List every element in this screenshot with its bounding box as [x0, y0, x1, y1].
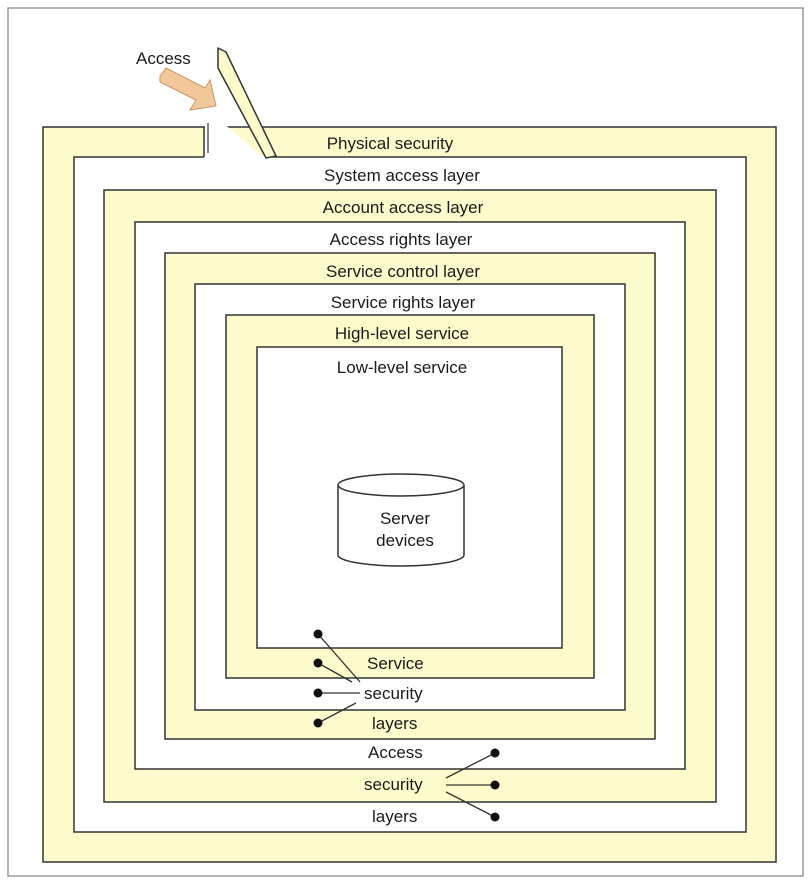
access-arrow — [159, 67, 217, 111]
service-group-line2: security — [364, 684, 423, 703]
layer-label-account-access: Account access layer — [323, 198, 484, 217]
access-entry-gap — [204, 115, 274, 160]
service-group-line1: Service — [367, 654, 424, 673]
access-group-line3: layers — [372, 807, 417, 826]
server-devices-label-line2: devices — [376, 531, 434, 550]
callout-dot — [313, 629, 323, 639]
service-group-line3: layers — [372, 714, 417, 733]
callout-dot — [313, 688, 323, 698]
access-security-dots — [490, 748, 500, 822]
callout-line — [445, 752, 496, 779]
service-security-callout — [317, 633, 361, 724]
callout-line — [317, 633, 361, 683]
cylinder-body — [337, 485, 465, 567]
callout-dot — [313, 658, 323, 668]
callout-dot — [490, 812, 500, 822]
service-security-dots — [313, 629, 323, 728]
layer-label-system-access: System access layer — [324, 166, 480, 185]
access-security-callout — [445, 752, 496, 818]
callout-dot — [313, 718, 323, 728]
access-group-line1: Access — [368, 743, 423, 762]
callout-line — [445, 791, 496, 818]
server-devices-cylinder — [337, 473, 465, 567]
layer-label-physical-security: Physical security — [327, 134, 454, 153]
callout-dot — [490, 780, 500, 790]
callout-dot — [490, 748, 500, 758]
server-devices-label-line1: Server — [380, 509, 430, 528]
access-door-flap — [217, 47, 277, 159]
layer-label-access-rights: Access rights layer — [330, 230, 473, 249]
layer-label-service-rights: Service rights layer — [331, 293, 476, 312]
callout-line — [317, 702, 357, 724]
access-group-line2: security — [364, 775, 423, 794]
layer-label-low-level-service: Low-level service — [337, 358, 467, 377]
layer-label-service-control: Service control layer — [326, 262, 480, 281]
access-label: Access — [136, 49, 191, 68]
cylinder-top — [337, 473, 465, 497]
layer-label-high-level-service: High-level service — [335, 324, 469, 343]
callout-line — [317, 662, 353, 683]
